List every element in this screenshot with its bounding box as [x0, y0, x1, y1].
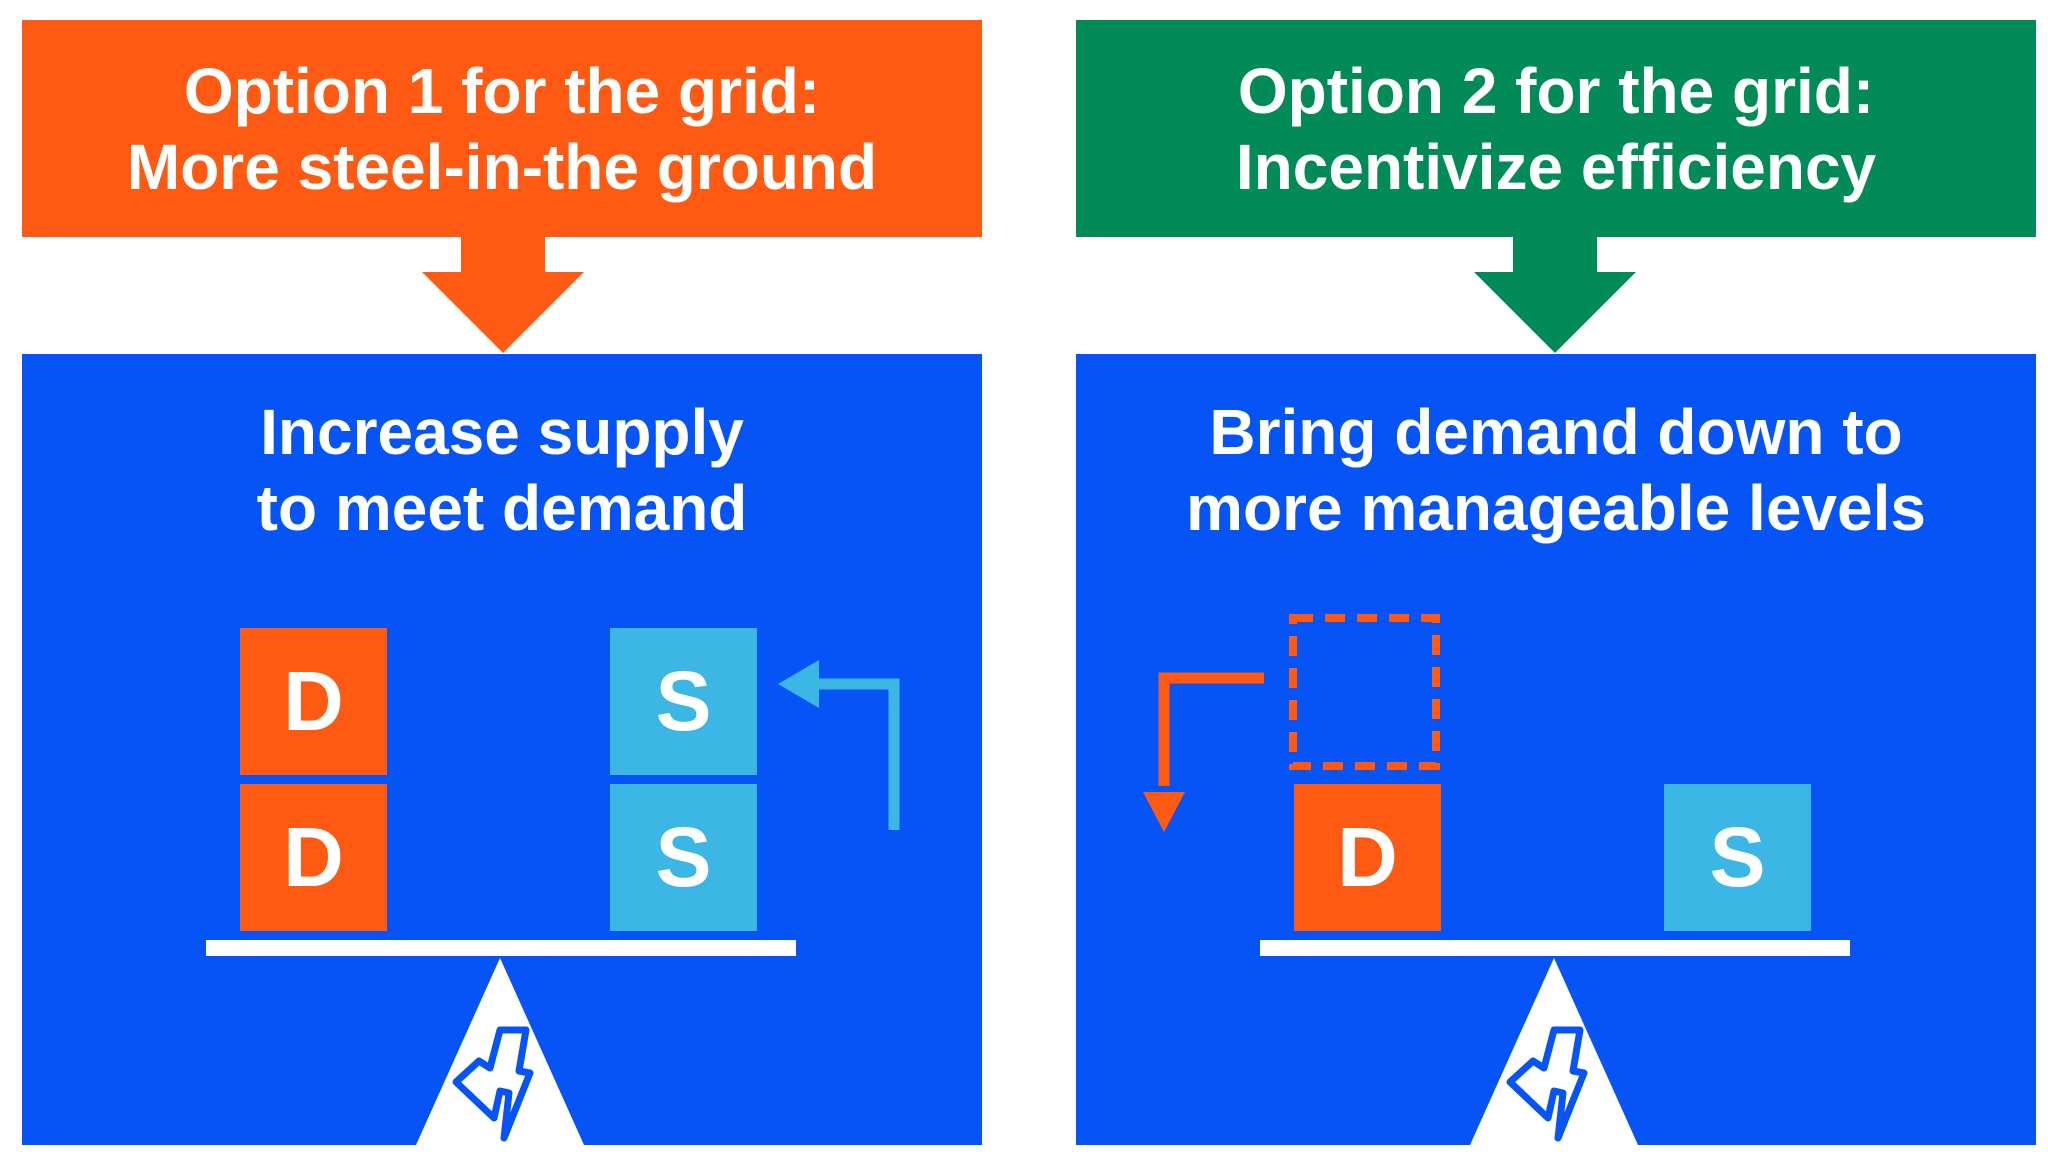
supply-box: S	[610, 784, 757, 931]
demand-box: D	[240, 784, 387, 931]
option2-panel-title: Bring demand down to more manageable lev…	[1076, 394, 2036, 546]
option2-panel: Bring demand down to more manageable lev…	[1076, 354, 2036, 1145]
scale-beam	[206, 940, 796, 956]
supply-box: S	[1664, 784, 1811, 931]
option1-header-line1: Option 1 for the grid:	[183, 54, 821, 127]
scale-fulcrum	[416, 958, 584, 1145]
option2-panel-line1: Bring demand down to	[1209, 396, 1903, 468]
option1-panel: Increase supply to meet demand D D S S	[22, 354, 982, 1145]
option2-header: Option 2 for the grid: Incentivize effic…	[1076, 20, 2036, 237]
demand-box: D	[240, 628, 387, 775]
option1-panel-line2: to meet demand	[256, 472, 748, 544]
lightning-bolt-icon	[452, 1026, 534, 1142]
supply-box: S	[610, 628, 757, 775]
lightning-bolt-icon	[1506, 1026, 1588, 1142]
add-supply-arrow-icon	[778, 660, 900, 830]
option2-header-line2: Incentivize efficiency	[1235, 130, 1877, 203]
option1-panel-title: Increase supply to meet demand	[22, 394, 982, 546]
scale-beam	[1260, 940, 1850, 956]
option2-panel-line2: more manageable levels	[1186, 472, 1926, 544]
option1-panel-line1: Increase supply	[260, 396, 744, 468]
option1-down-arrow-icon	[422, 236, 584, 353]
option1-header-line2: More steel-in-the ground	[126, 130, 878, 203]
option1-header: Option 1 for the grid: More steel-in-the…	[22, 20, 982, 237]
removed-demand-box	[1289, 614, 1440, 770]
demand-box: D	[1294, 784, 1441, 931]
reduce-demand-arrow-icon	[1143, 672, 1264, 832]
option2-down-arrow-icon	[1474, 236, 1636, 353]
option2-header-line1: Option 2 for the grid:	[1237, 54, 1875, 127]
scale-fulcrum	[1470, 958, 1638, 1145]
